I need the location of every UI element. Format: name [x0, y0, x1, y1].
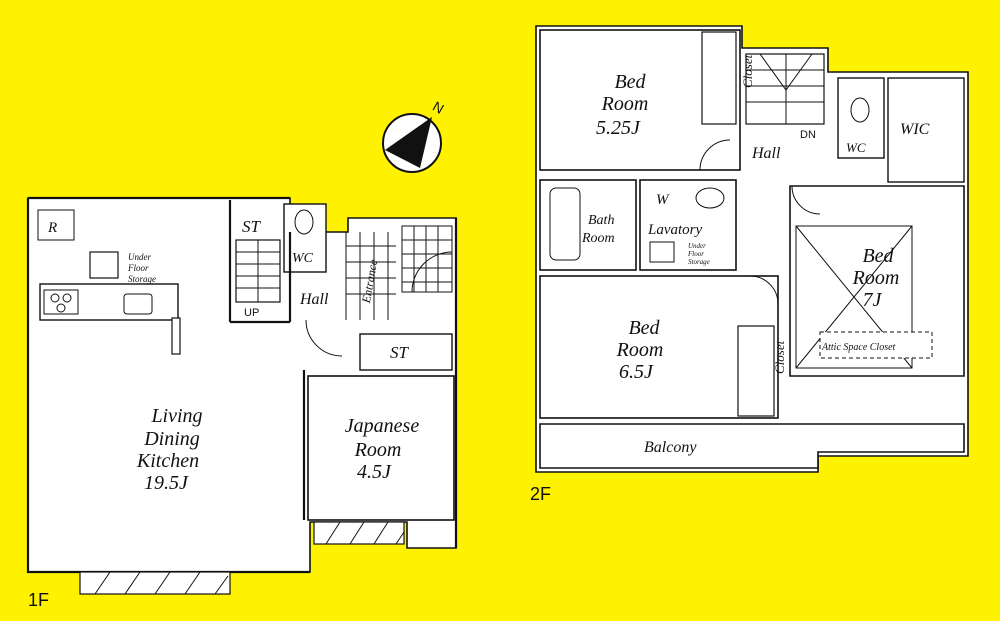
wc-2f-box: [837, 77, 885, 159]
under-floor-1f-label-3: Storage: [128, 274, 156, 284]
bed1-door-swing: [699, 139, 731, 171]
attic-label: Attic Space Closet: [821, 342, 896, 353]
floor1-windows: [79, 521, 405, 595]
wc-1f-label: WC: [292, 251, 314, 266]
st-small-box: [359, 333, 453, 371]
st-small-label: ST: [390, 343, 410, 362]
dn-label: DN: [800, 129, 816, 141]
under-floor-2f-label-1: Under: [688, 242, 706, 250]
under-floor-2f-label-2: Floor: [687, 250, 704, 258]
under-floor-1f-label-1: Under: [128, 252, 151, 262]
bath-label-1: Bath: [588, 213, 614, 228]
lavatory-label: Lavatory: [647, 222, 703, 238]
st-top-label: ST: [242, 217, 262, 236]
ldk-label-3: Kitchen: [136, 450, 199, 472]
entrance-hall: [345, 232, 396, 320]
ldk-label-2: Dining: [143, 428, 200, 450]
bath-box: [539, 179, 637, 271]
hall-1f-label: Hall: [299, 291, 329, 308]
compass-arrow-icon: [385, 117, 432, 168]
bed2-door-swing: [749, 275, 779, 305]
floor2-plan: Bed Room 5.25J Closet Hall DN WC WIC Bat…: [530, 25, 969, 504]
entrance-porch: [401, 225, 453, 293]
bed2-label-3: 6.5J: [619, 361, 654, 383]
floor1-label: 1F: [28, 590, 49, 610]
up-label: UP: [244, 307, 259, 319]
bed2-label-2: Room: [616, 339, 664, 361]
bed3-label-3: 7J: [863, 289, 883, 311]
wic-box: [887, 77, 965, 183]
bath-label-2: Room: [581, 231, 615, 246]
hall-door-swing: [305, 319, 343, 357]
bed1-label-1: Bed: [614, 71, 646, 93]
floor2-stairs: [745, 53, 825, 125]
under-floor-2f-label-3: Storage: [688, 258, 710, 266]
ldk-label-4: 19.5J: [144, 472, 189, 494]
refrigerator-label: R: [47, 220, 57, 236]
japanese-label-3: 4.5J: [357, 461, 392, 483]
ldk-label-1: Living: [150, 405, 202, 427]
floor1-plan: Living Dining Kitchen 19.5J Japanese Roo…: [26, 196, 458, 610]
attic-box: [819, 331, 933, 359]
kitchen-counter: [39, 283, 181, 355]
lavatory-box: [639, 179, 737, 271]
closet2-label: Closet: [772, 340, 787, 374]
wic-label: WIC: [900, 121, 930, 138]
under-floor-1f-label-2: Floor: [127, 263, 149, 273]
japanese-label-2: Room: [354, 439, 402, 461]
kitchen-appliance: [89, 251, 119, 279]
japanese-room-box: [307, 375, 455, 521]
washer-label: W: [656, 192, 670, 208]
bed1-label-3: 5.25J: [596, 117, 641, 139]
bed1-label-2: Room: [601, 93, 649, 115]
bed2-label-1: Bed: [628, 317, 660, 339]
bed3-box: [789, 185, 965, 377]
floor1-stairs: [235, 239, 281, 303]
wc-2f-label: WC: [846, 140, 866, 155]
compass-north-label: N: [430, 98, 447, 117]
balcony-box: [539, 423, 965, 469]
hall-2f-label: Hall: [751, 145, 781, 162]
bed3-label-2: Room: [852, 267, 900, 289]
closet2-box: [737, 325, 775, 417]
bed3-door-swing: [791, 185, 821, 215]
balcony-label: Balcony: [644, 439, 697, 456]
japanese-label-1: Japanese: [345, 415, 420, 437]
bed3-label-1: Bed: [862, 245, 894, 267]
refrigerator-box: [37, 209, 75, 241]
floor2-label: 2F: [530, 484, 551, 504]
closet1-label: Closet: [740, 54, 755, 88]
compass: N: [382, 98, 447, 173]
closet1-box: [701, 31, 737, 125]
